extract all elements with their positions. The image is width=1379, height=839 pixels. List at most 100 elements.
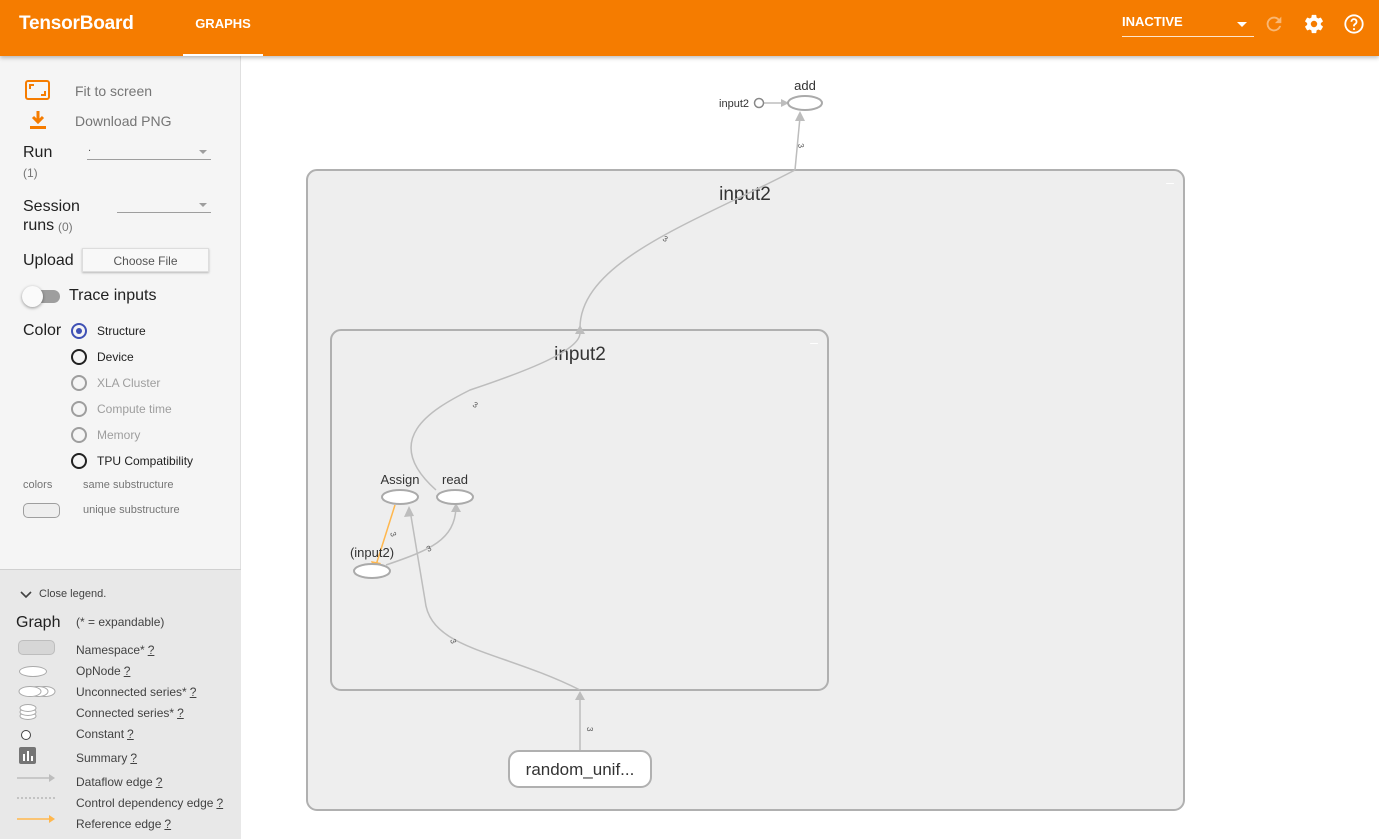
read-node-label: read bbox=[442, 472, 468, 487]
outer-collapse-button[interactable]: – bbox=[1166, 174, 1174, 190]
help-link[interactable]: ? bbox=[216, 796, 224, 810]
edge-label: 3 bbox=[425, 544, 433, 554]
edge-var-to-read bbox=[385, 506, 457, 566]
legend-dataflow-edge: Dataflow edge? bbox=[76, 775, 163, 789]
assign-node[interactable] bbox=[381, 489, 419, 505]
add-node[interactable] bbox=[787, 95, 823, 111]
same-substructure-label: same substructure bbox=[83, 479, 174, 491]
fit-to-screen-icon[interactable] bbox=[25, 80, 50, 100]
unique-substructure-swatch bbox=[23, 503, 60, 518]
dropdown-caret-icon bbox=[1237, 22, 1247, 27]
help-link[interactable]: ? bbox=[130, 751, 138, 765]
input2-constant-label: input2 bbox=[719, 98, 749, 110]
edge-read-to-outer bbox=[410, 332, 581, 491]
variable-node[interactable] bbox=[353, 563, 391, 579]
session-runs-label: runs bbox=[23, 217, 55, 234]
radio-structure-label: Structure bbox=[97, 324, 146, 338]
color-label: Color bbox=[23, 322, 62, 339]
radio-memory[interactable] bbox=[71, 427, 87, 443]
edge-arrowhead bbox=[404, 506, 414, 517]
graph-canvas[interactable]: input2 – input2 – 3 3 3 3 3 3 3 add inpu… bbox=[241, 56, 1379, 839]
help-link[interactable]: ? bbox=[189, 685, 197, 699]
reference-edge-icon bbox=[17, 815, 55, 823]
inner-namespace-title: input2 bbox=[554, 344, 606, 365]
input2-constant-node[interactable] bbox=[753, 97, 765, 109]
run-dropdown-value: . bbox=[88, 142, 92, 154]
reload-icon[interactable] bbox=[1263, 13, 1285, 35]
edge-arrowhead bbox=[575, 691, 585, 700]
random-uniform-label: random_unif... bbox=[526, 760, 635, 779]
radio-compute-time-label: Compute time bbox=[97, 402, 172, 416]
help-link[interactable]: ? bbox=[155, 775, 163, 789]
colors-label: colors bbox=[23, 479, 53, 491]
edge-outer-to-add bbox=[794, 116, 801, 171]
help-icon[interactable] bbox=[1343, 13, 1365, 35]
radio-structure[interactable] bbox=[71, 323, 87, 339]
run-dropdown[interactable]: . bbox=[87, 142, 211, 160]
add-node-label: add bbox=[794, 78, 816, 93]
radio-tpu[interactable] bbox=[71, 453, 87, 469]
inner-collapse-button[interactable]: – bbox=[810, 334, 818, 350]
reference-edge-assign-to-var bbox=[375, 504, 396, 566]
radio-compute-time[interactable] bbox=[71, 401, 87, 417]
help-link[interactable]: ? bbox=[164, 817, 172, 831]
inner-namespace-node[interactable] bbox=[330, 329, 829, 691]
unique-substructure-label: unique substructure bbox=[83, 504, 180, 516]
tab-graphs[interactable]: GRAPHS bbox=[183, 0, 263, 56]
help-link[interactable]: ? bbox=[147, 643, 155, 657]
radio-memory-label: Memory bbox=[97, 428, 141, 442]
edge-label: 3 bbox=[471, 400, 480, 410]
legend-panel: Close legend. Graph (* = expandable) Nam… bbox=[0, 569, 241, 839]
radio-xla-cluster-label: XLA Cluster bbox=[97, 376, 161, 390]
settings-icon[interactable] bbox=[1303, 13, 1325, 35]
constant-icon bbox=[21, 730, 31, 740]
edge-label: 3 bbox=[388, 531, 398, 539]
top-bar: TensorBoard GRAPHS INACTIVE bbox=[0, 0, 1379, 56]
legend-control-dependency-edge: Control dependency edge? bbox=[76, 796, 224, 810]
legend-unconnected-series: Unconnected series*? bbox=[76, 685, 197, 699]
variable-node-label: (input2) bbox=[350, 545, 394, 560]
read-node[interactable] bbox=[436, 489, 474, 505]
edge-arrowhead bbox=[451, 503, 461, 512]
close-legend-link[interactable]: Close legend. bbox=[39, 588, 107, 600]
fit-to-screen-label[interactable]: Fit to screen bbox=[75, 83, 153, 99]
legend-summary: Summary? bbox=[76, 751, 138, 765]
opnode-icon bbox=[19, 666, 47, 677]
dataflow-edge-icon bbox=[17, 774, 55, 782]
radio-device-label: Device bbox=[97, 350, 134, 364]
chevron-down-icon[interactable] bbox=[20, 590, 32, 600]
download-icon[interactable] bbox=[29, 110, 47, 130]
help-link[interactable]: ? bbox=[127, 727, 134, 741]
trace-toggle-knob[interactable] bbox=[22, 286, 43, 307]
radio-device[interactable] bbox=[71, 349, 87, 365]
run-state-value: INACTIVE bbox=[1122, 14, 1183, 29]
run-count: (1) bbox=[23, 166, 38, 180]
edge-label: 3 bbox=[796, 143, 806, 149]
app-title: TensorBoard bbox=[19, 13, 134, 34]
run-state-select[interactable]: INACTIVE bbox=[1122, 14, 1254, 37]
control-dependency-edge-icon bbox=[17, 797, 55, 799]
edge-label: 3 bbox=[585, 727, 594, 732]
sidebar: Fit to screen Download PNG Run (1) . Ses… bbox=[0, 56, 241, 839]
edge-arrowhead bbox=[781, 99, 789, 107]
connected-series-icon bbox=[19, 704, 37, 720]
random-uniform-node[interactable] bbox=[508, 750, 652, 788]
session-count: (0) bbox=[58, 220, 73, 234]
radio-xla-cluster[interactable] bbox=[71, 375, 87, 391]
download-png-label[interactable]: Download PNG bbox=[75, 113, 172, 129]
help-link[interactable]: ? bbox=[123, 664, 131, 678]
edge-random-to-assign bbox=[409, 509, 581, 691]
legend-graph-label: Graph bbox=[16, 614, 61, 631]
help-link[interactable]: ? bbox=[177, 706, 184, 720]
edge-arrowhead bbox=[575, 325, 585, 334]
legend-opnode: OpNode? bbox=[76, 664, 131, 678]
choose-file-button[interactable]: Choose File bbox=[82, 248, 209, 272]
legend-connected-series: Connected series*? bbox=[76, 706, 184, 720]
legend-expandable-note: (* = expandable) bbox=[76, 615, 165, 629]
caret-icon bbox=[199, 203, 207, 207]
session-dropdown[interactable] bbox=[117, 199, 211, 213]
edge-inner-to-outer bbox=[579, 169, 796, 329]
trace-inputs-label: Trace inputs bbox=[69, 287, 157, 304]
namespace-icon bbox=[18, 640, 55, 655]
edge-label: 3 bbox=[448, 638, 458, 646]
